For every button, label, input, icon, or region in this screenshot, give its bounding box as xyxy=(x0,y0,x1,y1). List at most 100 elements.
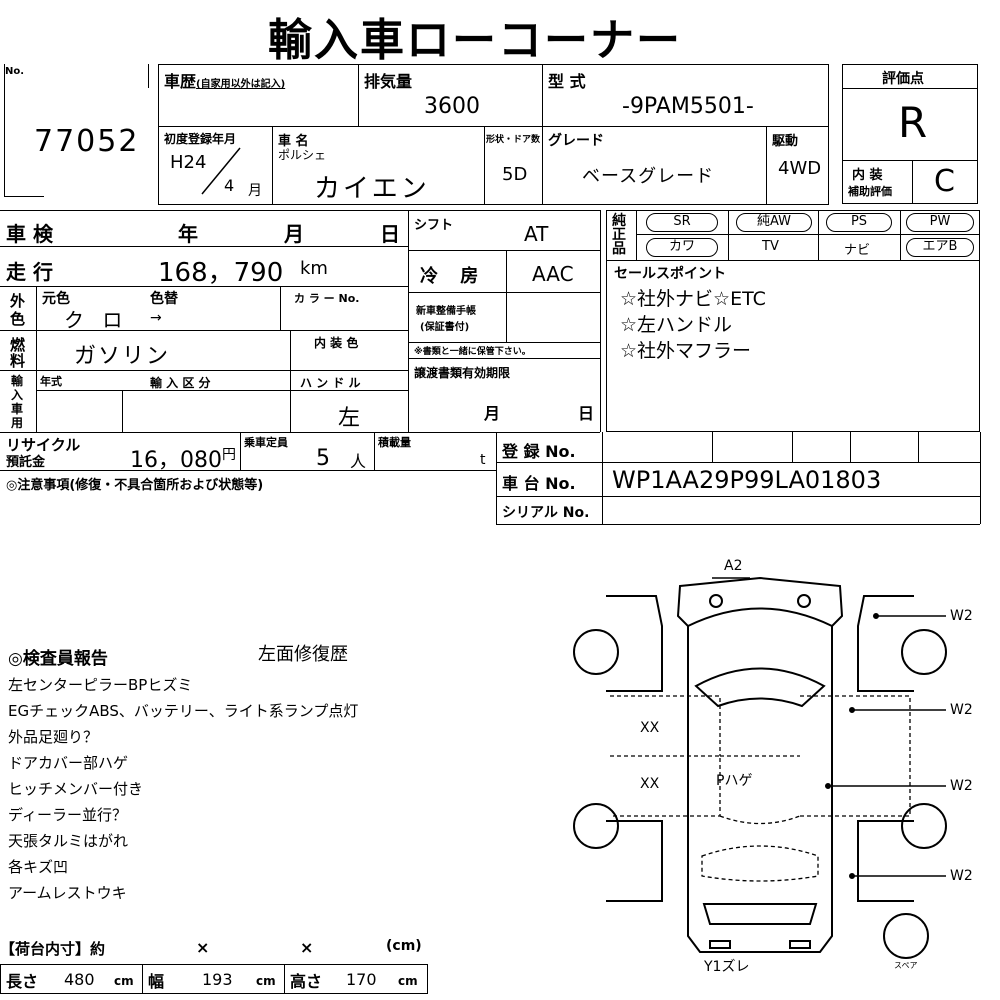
cargo-table xyxy=(0,964,428,994)
color-no-label: カ ラ ー No. xyxy=(294,292,360,305)
cargo-length-unit: cm xyxy=(114,974,134,988)
equip-airbag: エアB xyxy=(906,238,974,257)
history-note: (自家用以外は記入) xyxy=(196,79,286,90)
report-line-7: 天張タルミはがれ xyxy=(8,832,129,850)
cargo-height-label: 高さ xyxy=(290,972,323,991)
cargo-height-value: 170 xyxy=(346,970,377,989)
day-label: 日 xyxy=(380,222,400,246)
spare-label: スペア xyxy=(894,961,918,970)
report-line-6: ディーラー並行？ xyxy=(8,806,127,824)
first-reg-era: H24 xyxy=(170,152,207,173)
import-type-label: 輸 入 区 分 xyxy=(150,376,211,390)
chassis-value: WP1AA29P99LA01803 xyxy=(612,466,882,494)
report-line-5: ヒッチメンバー付き xyxy=(8,780,144,798)
cargo-x2: × xyxy=(300,938,314,957)
first-reg-month-unit: 月 xyxy=(248,183,262,199)
recycle-unit: 円 xyxy=(222,447,236,463)
handle-label: ハ ン ド ル xyxy=(300,376,361,390)
first-reg-month: 4 xyxy=(224,176,235,195)
report-line-4: ドアカバー部ハゲ xyxy=(8,754,129,772)
capacity-label: 乗車定員 xyxy=(244,436,288,449)
displacement-label: 排気量 xyxy=(364,72,413,91)
score-value: R xyxy=(898,98,928,147)
damage-p-hage: Pハゲ xyxy=(716,773,753,789)
report-heading: ◎検査員報告 xyxy=(8,649,108,669)
cargo-height-unit: cm xyxy=(398,974,418,988)
report-line-2: EGチェックABS、バッテリー、ライト系ランプ点灯 xyxy=(8,702,359,720)
orig-color-label: 元色 xyxy=(42,291,70,307)
score-label: 評価点 xyxy=(882,71,924,87)
sales-point-2: ☆左ハンドル xyxy=(620,314,733,336)
reg-no-label: 登 録 No. xyxy=(502,442,576,461)
service-book-label-2: (保証書付) xyxy=(420,322,470,333)
car-damage-diagram: A2 W2 W2 W2 W2 XX XX Pハゲ Y1ズレ スペア xyxy=(570,556,990,976)
page-title: 輸入車ローコーナー xyxy=(268,15,682,66)
interior-label-2: 補助評価 xyxy=(848,185,892,198)
cargo-width-unit: cm xyxy=(256,974,276,988)
capacity-value: 5 xyxy=(316,446,330,471)
import-label-4: 用 xyxy=(11,416,24,430)
score-box xyxy=(842,64,978,204)
report-line-3: 外品足廻り？ xyxy=(8,728,99,746)
transfer-day: 日 xyxy=(578,404,595,423)
no-label: No. xyxy=(5,66,25,77)
damage-a2: A2 xyxy=(724,558,743,574)
report-line-9: アームレストウキ xyxy=(8,884,127,902)
model-year-label: 年式 xyxy=(40,375,62,388)
interior-value: C xyxy=(934,164,955,199)
equip-leather: カワ xyxy=(646,238,718,257)
color-arrow: → xyxy=(150,310,162,326)
inspection-label: 車 検 xyxy=(6,222,53,246)
equip-label-3: 品 xyxy=(612,241,626,257)
chassis-label: 車 台 No. xyxy=(502,474,576,493)
shift-label: シフト xyxy=(414,218,454,233)
fuel-label-1: 燃 xyxy=(10,336,26,354)
grade-value: ベースグレード xyxy=(582,166,715,187)
sales-point-3: ☆社外マフラー xyxy=(620,340,752,362)
damage-xx-1: XX xyxy=(640,720,660,736)
ac-label: 冷 房 xyxy=(420,266,487,287)
exterior-label-2: 色 xyxy=(10,310,26,328)
equip-label-1: 純 xyxy=(612,213,626,229)
equip-label-2: 正 xyxy=(612,227,626,243)
ac-value: AAC xyxy=(532,262,574,286)
month-label: 月 xyxy=(284,222,304,246)
damage-w2-3: W2 xyxy=(950,778,973,794)
capacity-unit: 人 xyxy=(350,452,367,471)
interior-label-1: 内 装 xyxy=(852,168,883,183)
equip-sr: SR xyxy=(646,213,718,232)
exterior-label-1: 外 xyxy=(10,292,26,310)
doors-label: 形状・ドア数 xyxy=(486,135,541,145)
import-label-1: 輸 xyxy=(11,374,24,388)
equip-tv: TV xyxy=(762,239,779,254)
handle-value: 左 xyxy=(338,406,361,431)
shift-value: AT xyxy=(524,222,549,246)
cargo-width-value: 193 xyxy=(202,970,233,989)
cargo-length-label: 長さ xyxy=(6,972,39,991)
history-label: 車歴(自家用以外は記入) xyxy=(164,68,285,92)
service-book-label-1: 新車整備手帳 xyxy=(416,306,476,317)
repaint-label: 色替 xyxy=(150,291,178,307)
report-line-1: 左センターピラーBPヒズミ xyxy=(8,676,193,694)
recycle-label-1: リサイクル xyxy=(6,436,81,454)
history-label-text: 車歴 xyxy=(164,72,197,91)
report-line-8: 各キズ凹 xyxy=(8,858,69,876)
grade-label: グレード xyxy=(548,133,604,149)
recycle-label-2: 預託金 xyxy=(6,455,46,470)
doors-value: 5D xyxy=(502,164,528,185)
report-headline: 左面修復歴 xyxy=(258,644,348,665)
sales-point-label: セールスポイント xyxy=(614,266,726,282)
cargo-length-value: 480 xyxy=(64,970,95,989)
model-label: 型 式 xyxy=(548,72,586,91)
car-name: カイエン xyxy=(314,174,430,204)
cargo-width-label: 幅 xyxy=(148,972,165,991)
cargo-x1: × xyxy=(196,938,210,957)
damage-w2-4: W2 xyxy=(950,868,973,884)
caution-label: ◎注意事項(修復・不具合箇所および状態等) xyxy=(6,478,264,493)
year-label: 年 xyxy=(178,222,198,246)
equip-ps: PS xyxy=(826,213,892,232)
import-label-3: 車 xyxy=(11,402,24,416)
equip-navi: ナビ xyxy=(844,243,871,258)
drive-value: 4WD xyxy=(778,158,822,179)
equipment-box xyxy=(606,210,980,432)
